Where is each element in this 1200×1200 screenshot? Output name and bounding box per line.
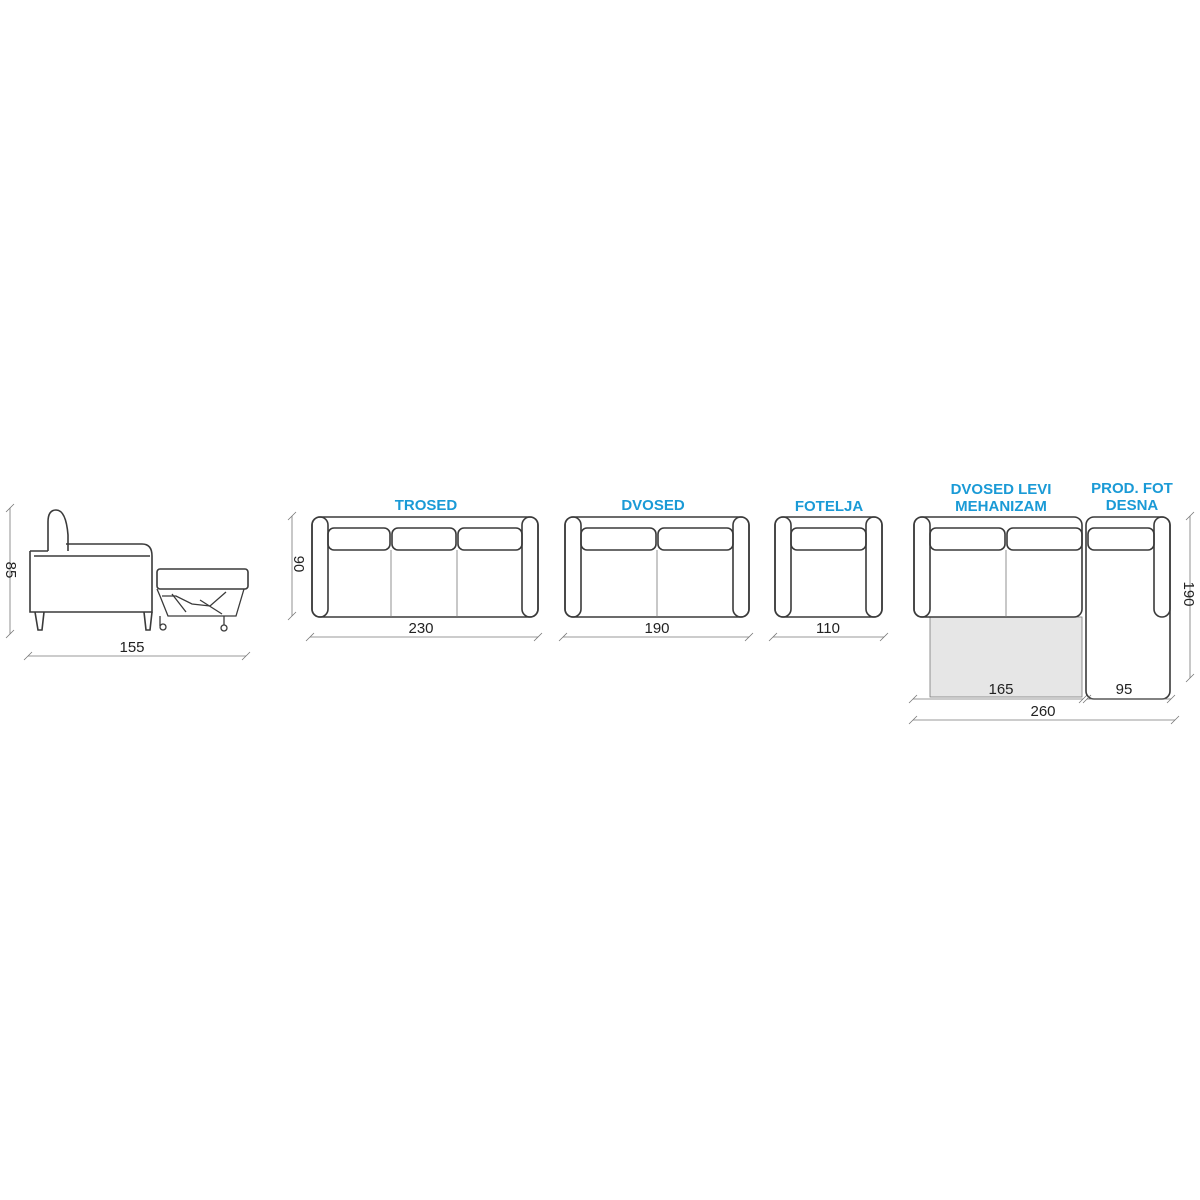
- trosed-width-dim: 230: [408, 620, 434, 637]
- prod-fot-plan: [1082, 511, 1195, 704]
- prod-fot-width-dim: 95: [1115, 681, 1133, 698]
- dvosed-levi-width-dim: 165: [988, 681, 1014, 698]
- corner-total-width-dim: 260: [1030, 703, 1056, 720]
- dvosed-levi-label-line2: MEHANIZAM: [955, 498, 1047, 515]
- side-depth-dim: 155: [119, 639, 145, 656]
- side-height-dim: 85: [2, 561, 19, 579]
- trosed-label: TROSED: [394, 497, 458, 514]
- prod-fot-label: PROD. FOT DESNA: [1080, 480, 1184, 514]
- prod-fot-depth-dim: 190: [1180, 581, 1197, 607]
- dvosed-width-dim: 190: [644, 620, 670, 637]
- fotelja-width-dim: 110: [816, 620, 840, 637]
- dvosed-label: DVOSED: [621, 497, 685, 514]
- fotelja-plan: [768, 516, 889, 642]
- fotelja-label: FOTELJA: [794, 498, 864, 515]
- dvosed-levi-plan: [908, 516, 1180, 725]
- side-view: [5, 503, 251, 661]
- trosed-plan: [287, 511, 543, 642]
- dvosed-levi-label: DVOSED LEVI MEHANIZAM: [935, 481, 1067, 515]
- prod-fot-label-line2: DESNA: [1105, 497, 1159, 514]
- prod-fot-label-line1: PROD. FOT: [1091, 480, 1173, 497]
- dvosed-plan: [558, 516, 754, 642]
- trosed-depth-dim: 90: [290, 555, 307, 573]
- dvosed-levi-label-line1: DVOSED LEVI: [950, 481, 1052, 498]
